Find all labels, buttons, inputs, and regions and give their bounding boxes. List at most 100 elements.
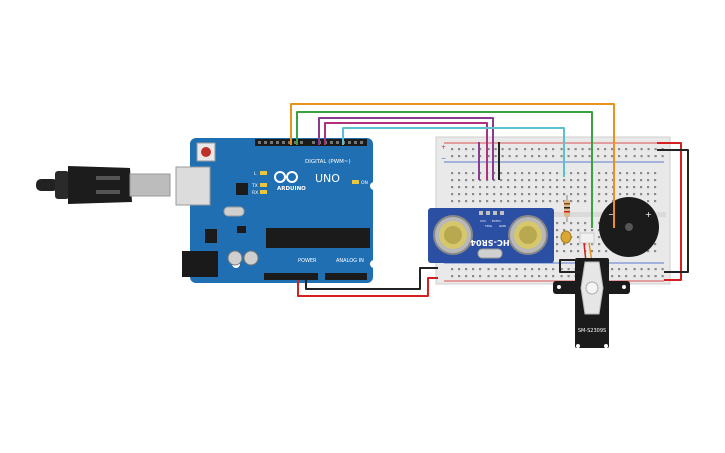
breadboard-hole[interactable] — [605, 172, 608, 175]
breadboard-hole[interactable] — [549, 186, 552, 189]
breadboard-hole[interactable] — [625, 148, 628, 151]
breadboard-hole[interactable] — [538, 275, 541, 278]
breadboard-hole[interactable] — [465, 200, 468, 203]
breadboard-hole[interactable] — [451, 193, 454, 196]
breadboard-hole[interactable] — [528, 200, 531, 203]
breadboard-hole[interactable] — [465, 172, 468, 175]
breadboard-hole[interactable] — [605, 250, 608, 253]
breadboard-hole[interactable] — [640, 172, 643, 175]
breadboard-hole[interactable] — [625, 275, 628, 278]
breadboard-hole[interactable] — [570, 243, 573, 246]
breadboard-hole[interactable] — [458, 275, 461, 278]
breadboard-hole[interactable] — [458, 186, 461, 189]
breadboard-hole[interactable] — [618, 268, 621, 271]
breadboard-hole[interactable] — [560, 155, 563, 158]
breadboard-hole[interactable] — [514, 186, 517, 189]
breadboard-hole[interactable] — [626, 186, 629, 189]
breadboard-hole[interactable] — [552, 275, 555, 278]
breadboard-hole[interactable] — [556, 200, 559, 203]
breadboard-hole[interactable] — [524, 268, 527, 271]
breadboard-hole[interactable] — [619, 179, 622, 182]
breadboard-hole[interactable] — [549, 200, 552, 203]
breadboard-hole[interactable] — [501, 268, 504, 271]
breadboard-hole[interactable] — [604, 155, 607, 158]
breadboard-hole[interactable] — [640, 155, 643, 158]
breadboard-hole[interactable] — [598, 229, 601, 232]
breadboard-hole[interactable] — [570, 179, 573, 182]
breadboard-hole[interactable] — [598, 200, 601, 203]
breadboard-hole[interactable] — [556, 229, 559, 232]
breadboard-hole[interactable] — [507, 193, 510, 196]
breadboard-hole[interactable] — [598, 243, 601, 246]
breadboard-hole[interactable] — [465, 155, 468, 158]
breadboard-hole[interactable] — [619, 193, 622, 196]
breadboard-hole[interactable] — [486, 200, 489, 203]
breadboard-hole[interactable] — [647, 155, 650, 158]
breadboard-hole[interactable] — [521, 186, 524, 189]
breadboard-hole[interactable] — [494, 268, 497, 271]
breadboard-hole[interactable] — [501, 275, 504, 278]
breadboard-hole[interactable] — [451, 200, 454, 203]
breadboard-hole[interactable] — [654, 148, 657, 151]
breadboard-hole[interactable] — [633, 179, 636, 182]
breadboard-hole[interactable] — [597, 155, 600, 158]
breadboard-hole[interactable] — [479, 193, 482, 196]
breadboard-hole[interactable] — [563, 250, 566, 253]
breadboard-hole[interactable] — [654, 268, 657, 271]
breadboard-hole[interactable] — [611, 155, 614, 158]
breadboard-hole[interactable] — [654, 243, 657, 246]
breadboard-hole[interactable] — [577, 186, 580, 189]
breadboard-hole[interactable] — [661, 155, 664, 158]
breadboard-hole[interactable] — [619, 172, 622, 175]
breadboard-hole[interactable] — [584, 229, 587, 232]
breadboard-hole[interactable] — [647, 148, 650, 151]
breadboard-hole[interactable] — [542, 200, 545, 203]
breadboard-hole[interactable] — [472, 200, 475, 203]
breadboard-hole[interactable] — [545, 155, 548, 158]
breadboard-hole[interactable] — [528, 193, 531, 196]
breadboard-hole[interactable] — [535, 186, 538, 189]
breadboard-hole[interactable] — [640, 148, 643, 151]
breadboard-hole[interactable] — [605, 193, 608, 196]
breadboard-hole[interactable] — [633, 186, 636, 189]
breadboard-hole[interactable] — [563, 186, 566, 189]
breadboard-hole[interactable] — [588, 148, 591, 151]
breadboard-hole[interactable] — [604, 148, 607, 151]
breadboard-hole[interactable] — [472, 275, 475, 278]
breadboard-hole[interactable] — [451, 172, 454, 175]
breadboard-hole[interactable] — [514, 200, 517, 203]
breadboard-hole[interactable] — [591, 250, 594, 253]
breadboard-hole[interactable] — [654, 179, 657, 182]
breadboard-hole[interactable] — [647, 193, 650, 196]
breadboard-hole[interactable] — [584, 172, 587, 175]
breadboard-hole[interactable] — [500, 200, 503, 203]
breadboard-hole[interactable] — [493, 186, 496, 189]
breadboard-hole[interactable] — [552, 155, 555, 158]
breadboard-hole[interactable] — [584, 222, 587, 225]
breadboard-hole[interactable] — [563, 222, 566, 225]
breadboard-hole[interactable] — [451, 155, 454, 158]
breadboard-hole[interactable] — [633, 268, 636, 271]
breadboard-hole[interactable] — [574, 155, 577, 158]
breadboard-hole[interactable] — [618, 155, 621, 158]
breadboard-hole[interactable] — [588, 155, 591, 158]
breadboard-hole[interactable] — [479, 268, 482, 271]
breadboard-hole[interactable] — [556, 179, 559, 182]
breadboard-hole[interactable] — [581, 155, 584, 158]
breadboard-hole[interactable] — [619, 186, 622, 189]
breadboard-hole[interactable] — [521, 179, 524, 182]
breadboard-hole[interactable] — [486, 179, 489, 182]
breadboard-hole[interactable] — [542, 179, 545, 182]
breadboard-hole[interactable] — [556, 236, 559, 239]
breadboard-hole[interactable] — [542, 193, 545, 196]
breadboard-hole[interactable] — [640, 179, 643, 182]
breadboard-hole[interactable] — [508, 155, 511, 158]
breadboard-hole[interactable] — [654, 186, 657, 189]
breadboard-hole[interactable] — [538, 268, 541, 271]
breadboard-hole[interactable] — [570, 229, 573, 232]
breadboard-hole[interactable] — [577, 243, 580, 246]
breadboard-hole[interactable] — [625, 268, 628, 271]
breadboard-hole[interactable] — [515, 275, 518, 278]
breadboard-hole[interactable] — [640, 275, 643, 278]
breadboard-hole[interactable] — [493, 200, 496, 203]
